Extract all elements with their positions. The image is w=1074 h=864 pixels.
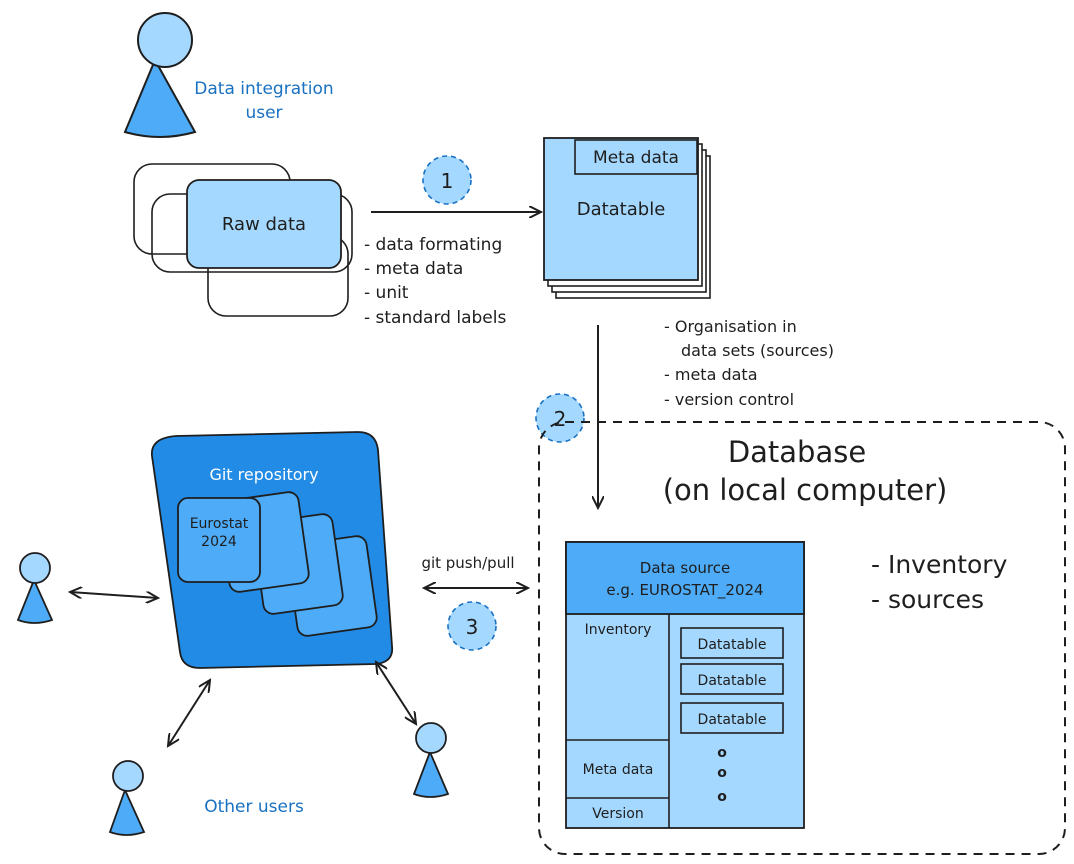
organisation-note-1: - Organisation in xyxy=(664,317,797,336)
integration-user-label-2: user xyxy=(245,103,282,123)
inventory-label: Inventory xyxy=(585,622,652,638)
datatable-stack xyxy=(543,137,711,299)
db-meta-label: Meta data xyxy=(583,762,654,778)
datatable-meta-label: Meta data xyxy=(593,148,679,168)
datatable-item-label-2: Datatable xyxy=(698,673,767,689)
git-push-pull-label: git push/pull xyxy=(421,554,514,572)
data-source-label-1: Data source xyxy=(640,559,730,577)
ellipsis-2: o xyxy=(717,765,727,781)
git-card-eurostat xyxy=(177,497,261,583)
raw-data-label: Raw data xyxy=(222,214,306,235)
database-note-2: - sources xyxy=(871,585,984,614)
raw-data-note-2: - meta data xyxy=(364,259,463,279)
other-user-bottom xyxy=(108,760,146,836)
organisation-note-4: - version control xyxy=(664,390,794,409)
database-container xyxy=(538,421,1066,855)
integration-user-body xyxy=(123,57,197,138)
datatable-list xyxy=(680,627,784,734)
arrow-left-user-git xyxy=(70,592,158,598)
step-3-label: 3 xyxy=(466,615,479,639)
git-card-label-1: Eurostat xyxy=(190,516,249,532)
raw-data-note-1: - data formating xyxy=(364,235,502,255)
organisation-note-2: data sets (sources) xyxy=(681,341,834,360)
raw-data-note-4: - standard labels xyxy=(364,308,506,328)
step-3-badge: 3 xyxy=(447,601,497,651)
datatable-item-2 xyxy=(680,663,784,695)
step-2-badge: 2 xyxy=(535,393,585,443)
arrow-right-user-git xyxy=(376,662,416,724)
data-source-header xyxy=(565,541,805,615)
integration-user-label-1: Data integration xyxy=(194,79,333,99)
git-card-label-2: 2024 xyxy=(201,534,237,550)
datatable-item-label-3: Datatable xyxy=(698,712,767,728)
datatable-item-label-1: Datatable xyxy=(698,637,767,653)
git-repo-label: Git repository xyxy=(209,465,318,484)
other-user-left xyxy=(16,552,54,624)
integration-user-figure xyxy=(123,12,197,138)
integration-user-head xyxy=(137,12,193,68)
raw-data-note-3: - unit xyxy=(364,283,409,303)
datatable-item-1 xyxy=(680,627,784,659)
version-label: Version xyxy=(592,806,643,822)
data-source-label-2: e.g. EUROSTAT_2024 xyxy=(606,581,763,600)
raw-data-stack xyxy=(133,163,353,317)
step-1-label: 1 xyxy=(441,169,454,193)
organisation-note-3: - meta data xyxy=(664,365,758,384)
ellipsis-3: o xyxy=(717,789,727,805)
raw-data-notes: - data formating - meta data - unit - st… xyxy=(364,235,506,328)
datatable-item-3 xyxy=(680,702,784,734)
other-users-label: Other users xyxy=(204,797,304,817)
ellipsis-1: o xyxy=(717,745,727,761)
step-1-badge: 1 xyxy=(422,155,472,205)
datatable-label: Datatable xyxy=(577,199,666,220)
database-title-2: (on local computer) xyxy=(663,473,948,507)
database-title-1: Database xyxy=(728,435,866,469)
database-note-1: - Inventory xyxy=(871,550,1008,579)
organisation-notes: - Organisation in data sets (sources) - … xyxy=(664,317,834,409)
raw-data-box xyxy=(186,179,342,269)
git-repository xyxy=(151,431,394,669)
arrow-bottom-user-git xyxy=(168,680,210,746)
step-2-label: 2 xyxy=(554,407,567,431)
other-user-right xyxy=(412,722,450,798)
datatable-meta-box xyxy=(574,139,698,175)
